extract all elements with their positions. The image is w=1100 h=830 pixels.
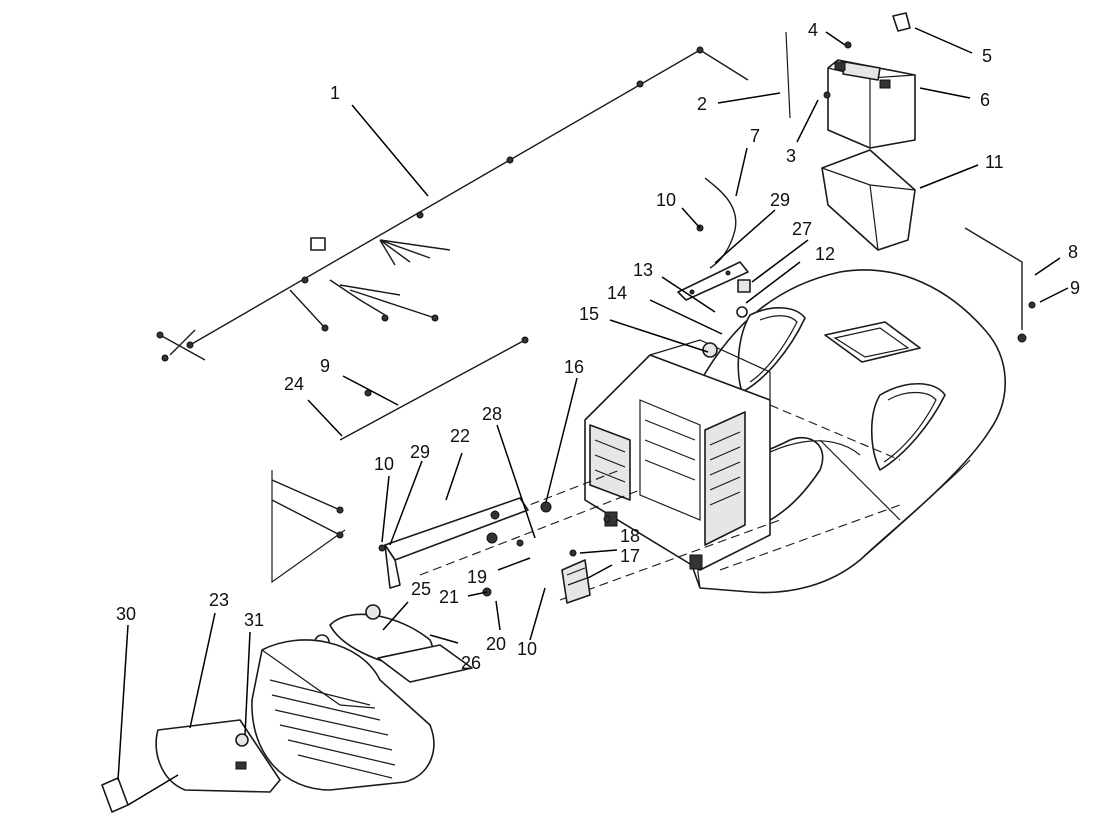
battery-cable <box>704 177 737 269</box>
callout-29-top: 29 <box>770 190 790 210</box>
callout-8: 8 <box>1068 242 1078 262</box>
callout-2: 2 <box>697 94 707 114</box>
callout-30: 30 <box>116 604 136 624</box>
callout-10-left: 10 <box>374 454 394 474</box>
callout-labels: 1 2 3 4 5 6 7 8 9 9 10 10 10 11 12 13 14… <box>116 20 1080 673</box>
relay-switch <box>737 279 751 293</box>
callout-29-left: 29 <box>410 442 430 462</box>
callout-23: 23 <box>209 590 229 610</box>
callout-20: 20 <box>486 634 506 654</box>
callout-27: 27 <box>792 219 812 239</box>
callout-17: 17 <box>620 546 640 566</box>
callout-22: 22 <box>450 426 470 446</box>
mounting-bracket-upper <box>677 261 749 301</box>
hold-down-rod <box>785 31 791 119</box>
cable-24 <box>339 336 529 441</box>
callout-16: 16 <box>564 357 584 377</box>
battery-tray <box>821 149 916 251</box>
callout-14: 14 <box>607 283 627 303</box>
fender-deck <box>689 269 1007 594</box>
hardware <box>364 41 1036 597</box>
callout-19: 19 <box>467 567 487 587</box>
bushing <box>736 306 748 318</box>
callout-1: 1 <box>330 83 340 103</box>
wiring-harness <box>156 46 749 362</box>
callout-28: 28 <box>482 404 502 424</box>
key-switch <box>702 342 718 358</box>
lower-bracket <box>384 497 529 589</box>
ground-cable <box>964 227 1027 343</box>
callout-31: 31 <box>244 610 264 630</box>
callout-10-bottom: 10 <box>517 639 537 659</box>
battery-terminal-cap <box>892 12 911 32</box>
callout-11: 11 <box>985 152 1004 172</box>
harness-connector-block <box>310 237 326 251</box>
callout-10-top: 10 <box>656 190 676 210</box>
frame-mount-right <box>689 554 703 570</box>
callout-7: 7 <box>750 126 760 146</box>
callout-3: 3 <box>786 146 796 166</box>
callout-18: 18 <box>620 526 640 546</box>
battery <box>827 59 916 149</box>
callout-12: 12 <box>815 244 835 264</box>
callout-21: 21 <box>439 587 459 607</box>
callout-15: 15 <box>579 304 599 324</box>
hood-emblem <box>235 733 249 770</box>
hood-grille <box>251 639 435 791</box>
callout-4: 4 <box>808 20 818 40</box>
switch-assembly <box>561 559 591 604</box>
headlight-lens <box>377 644 473 683</box>
callout-9-right: 9 <box>1070 278 1080 298</box>
callout-25: 25 <box>411 579 431 599</box>
callout-5: 5 <box>982 46 992 66</box>
leader-lines <box>117 27 1069 806</box>
callout-26: 26 <box>461 653 481 673</box>
callout-6: 6 <box>980 90 990 110</box>
decal-30 <box>101 777 129 813</box>
mount-plate <box>271 470 346 584</box>
callout-13: 13 <box>633 260 653 280</box>
bumper <box>155 719 281 793</box>
callout-24: 24 <box>284 374 304 394</box>
callout-9-left: 9 <box>320 356 330 376</box>
seat-frame <box>584 339 771 571</box>
